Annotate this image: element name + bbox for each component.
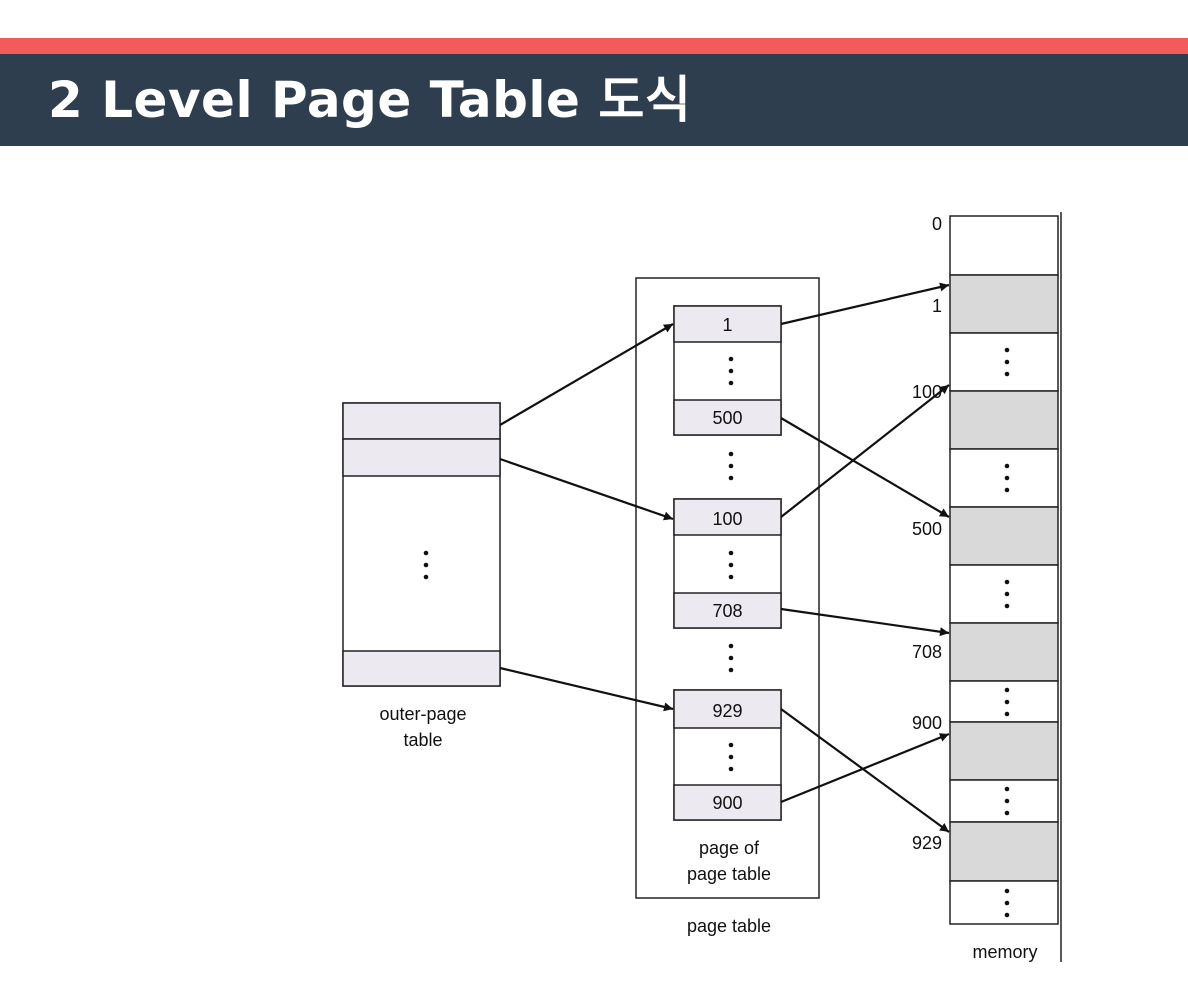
page-table-caption: page table: [687, 916, 771, 936]
page-table-entry: [673, 399, 782, 436]
memory-frame: [949, 680, 1059, 723]
memory-frame: [949, 390, 1059, 450]
outer-table-caption-line2: table: [403, 730, 442, 750]
memory-frame: [949, 821, 1059, 882]
outer-table-entry: [342, 438, 501, 477]
page-of-page-table-caption-line2: page table: [687, 864, 771, 884]
memory-address-label: 1: [932, 296, 942, 316]
memory-caption: memory: [972, 942, 1037, 962]
arrow-page-to-memory: [780, 282, 950, 326]
memory-frame: [949, 506, 1059, 566]
page-table-entry-label: 100: [712, 509, 742, 529]
page-table-entry: [673, 498, 782, 536]
arrow-page-to-memory: [780, 384, 950, 518]
memory-frame: [949, 779, 1059, 823]
memory-address-label: 500: [912, 519, 942, 539]
outer-table-entry: [342, 402, 501, 440]
memory: [949, 212, 1062, 962]
page-table-entry: [673, 784, 782, 821]
memory-address-label: 900: [912, 713, 942, 733]
memory-frame: [949, 564, 1059, 624]
page-table-entry: [673, 592, 782, 629]
accent-stripe: [0, 38, 1188, 54]
memory-address-label: 0: [932, 214, 942, 234]
arrow-outer-to-page-table: [499, 666, 674, 712]
outer-table-entry: [342, 650, 501, 687]
page-table-entry-label: 900: [712, 793, 742, 813]
arrow-page-to-memory: [780, 417, 950, 518]
arrow-outer-to-page-table: [499, 323, 674, 426]
page-table-entry: [673, 689, 782, 729]
memory-frame: [949, 448, 1059, 508]
arrow-outer-to-page-table: [499, 457, 674, 521]
memory-address-label: 929: [912, 833, 942, 853]
slide-title: 2 Level Page Table 도식: [48, 71, 692, 129]
page-table-entry-label: 929: [712, 701, 742, 721]
memory-frame: [949, 215, 1059, 276]
page-table: 1 500 100 708 929 900: [635, 277, 820, 899]
vertical-ellipsis-icon: [728, 643, 734, 673]
page-table-frame: [635, 277, 820, 899]
arrow-page-to-memory: [780, 732, 950, 804]
page-table-entry-label: 1: [722, 315, 732, 335]
memory-address-label: 708: [912, 642, 942, 662]
page-of-page-table-caption-line1: page of: [699, 838, 760, 858]
arrow-page-to-memory: [780, 708, 950, 833]
title-bar: [0, 54, 1188, 146]
memory-frame: [949, 332, 1059, 392]
arrow-page-to-memory: [780, 607, 950, 637]
page-table-entry-label: 500: [712, 408, 742, 428]
page-table-entry-label: 708: [712, 601, 742, 621]
memory-frame: [949, 721, 1059, 781]
vertical-ellipsis-icon: [728, 451, 734, 481]
memory-frame: [949, 880, 1059, 925]
memory-frame: [949, 622, 1059, 682]
outer-page-table: [342, 402, 501, 687]
pointer-arrows: [499, 282, 950, 833]
memory-frame: [949, 274, 1059, 334]
memory-address-label: 100: [912, 382, 942, 402]
page-table-entry: [673, 305, 782, 343]
outer-table-caption-line1: outer-page: [379, 704, 466, 724]
